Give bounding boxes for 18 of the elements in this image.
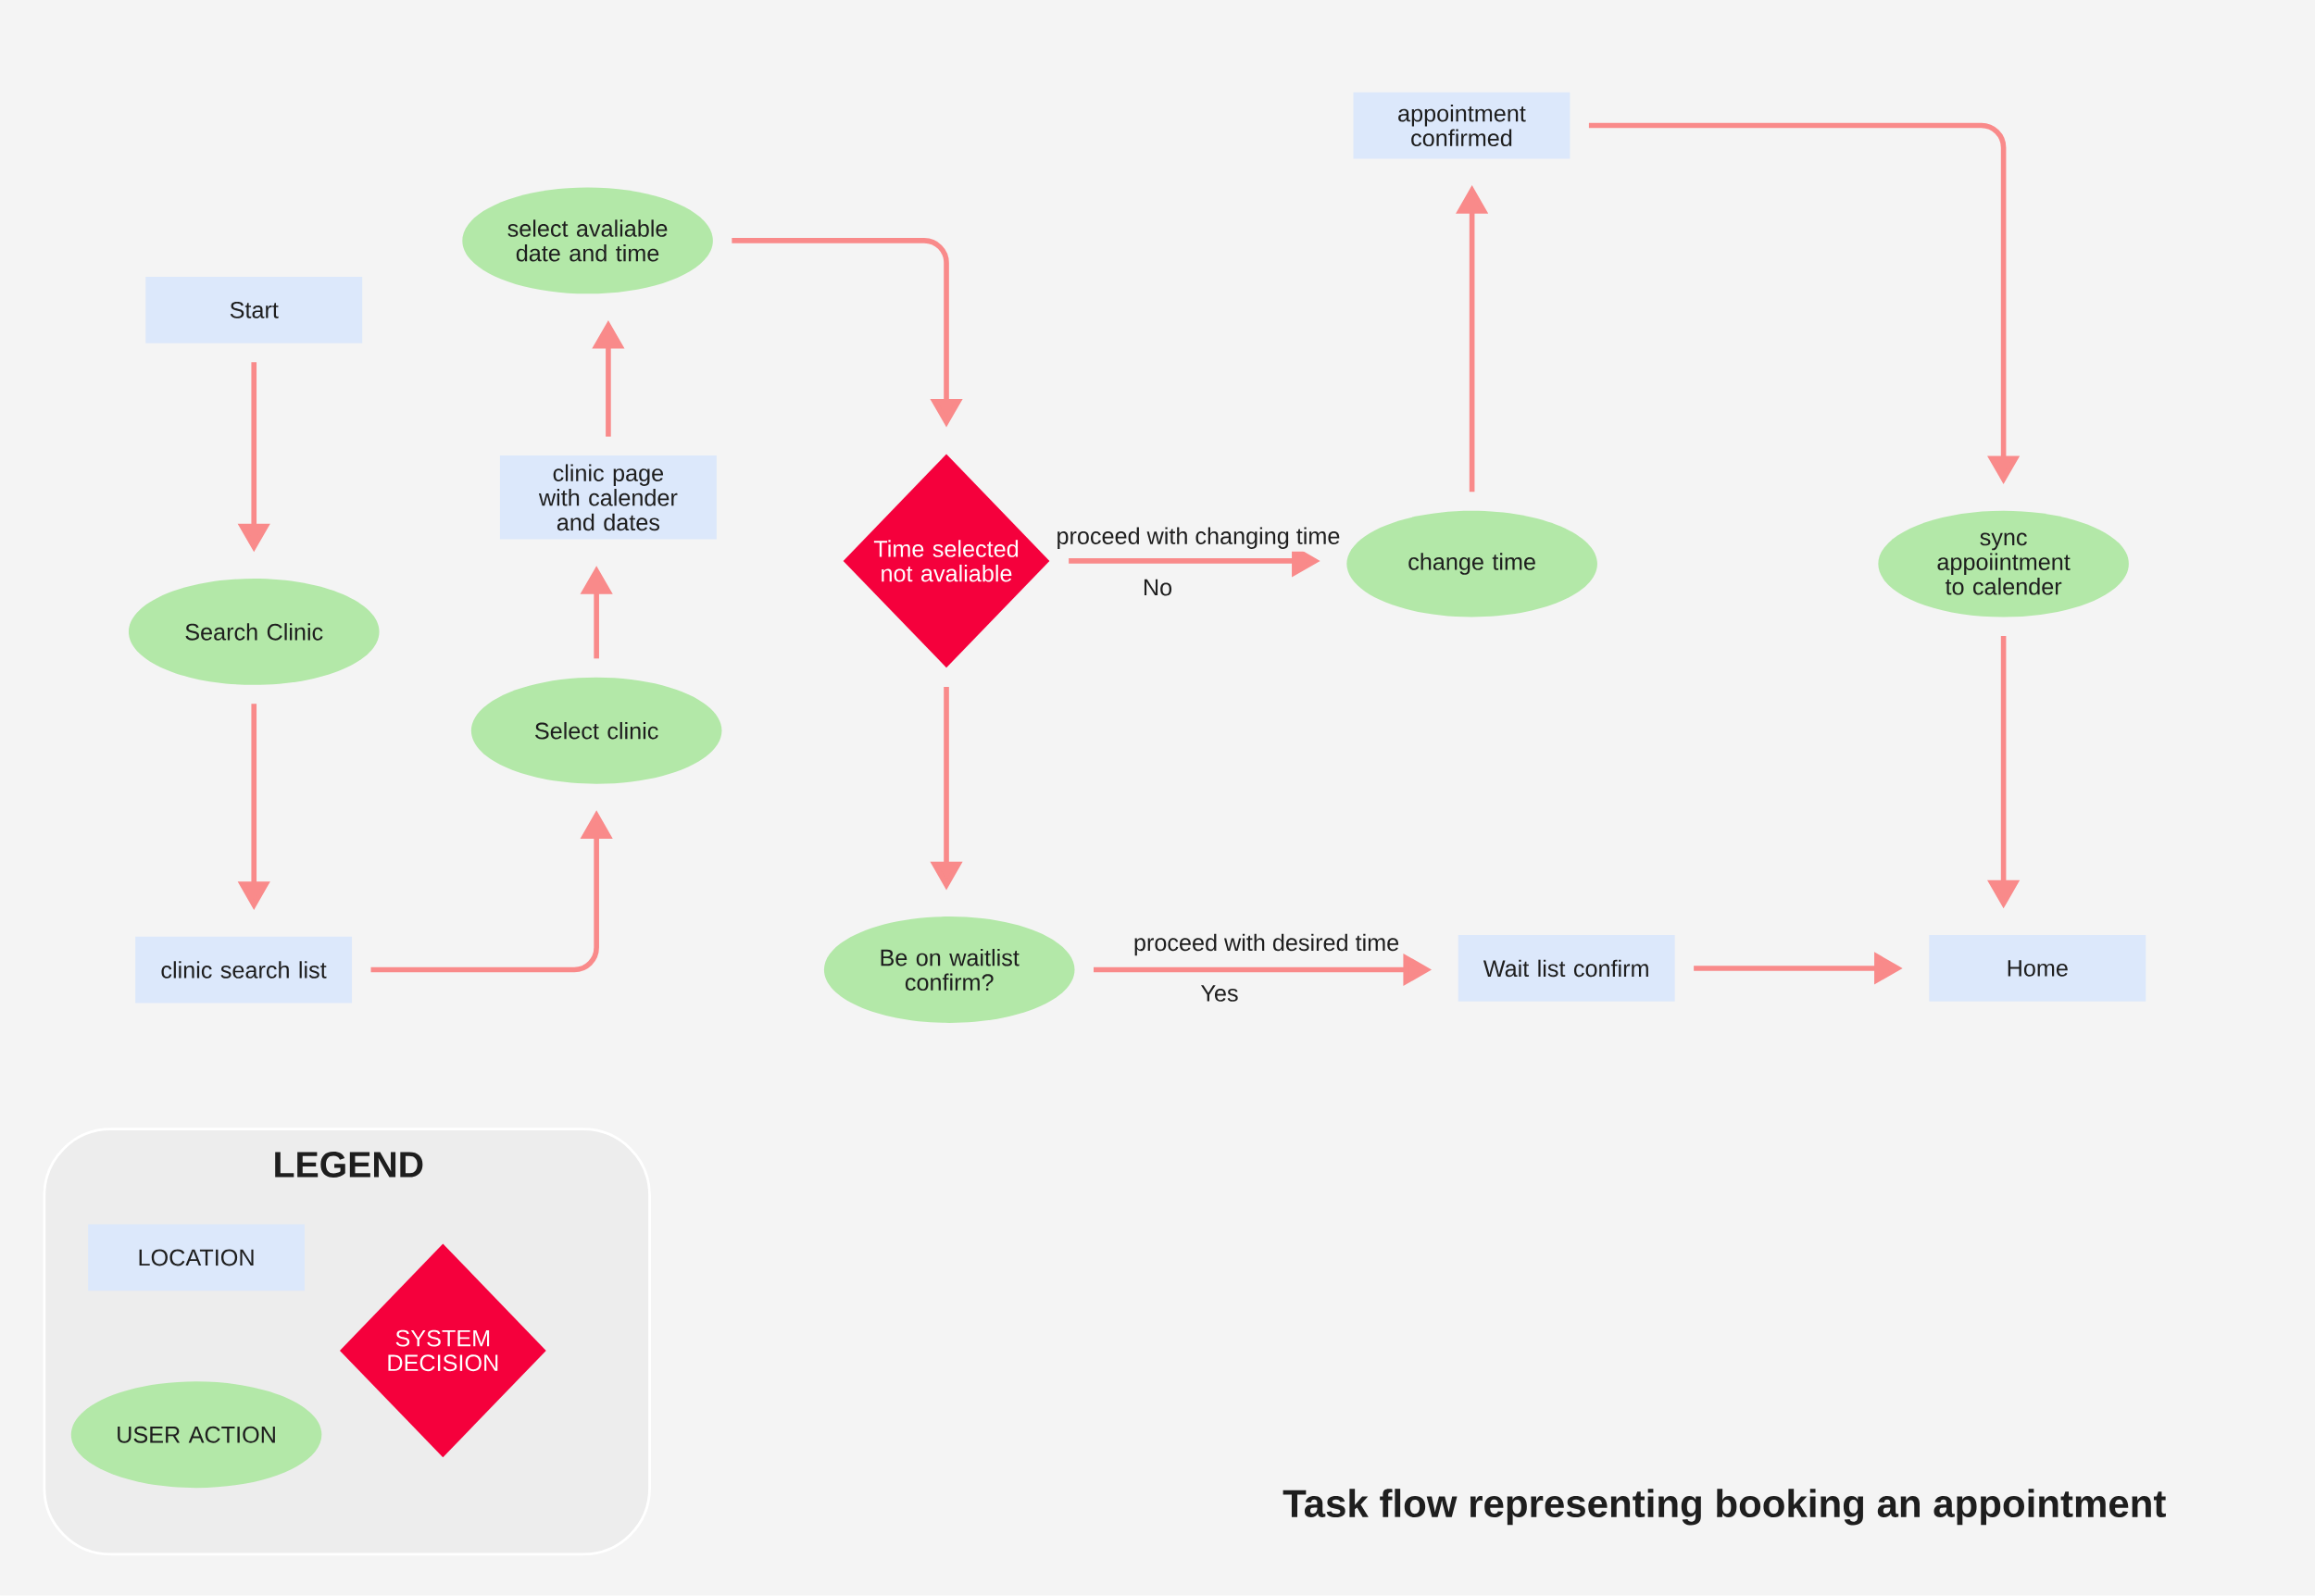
user-action-oval: sync appoiintment to calender: [1878, 510, 2129, 617]
edge-label: proceed with desired time: [1131, 931, 1403, 959]
location-box: clinic page with calender and dates: [499, 455, 717, 540]
branch-label: Yes: [1197, 982, 1242, 1004]
branch-label: No: [1140, 577, 1175, 599]
user-action-oval: change time: [1346, 510, 1597, 617]
location-box: Start: [145, 277, 363, 343]
location-box: Home: [1929, 935, 2146, 1003]
user-action-oval: Be on waitlist confirm?: [823, 916, 1075, 1024]
user-action-oval: Select clinic: [470, 678, 722, 784]
location-box: Wait list confirm: [1458, 935, 1675, 1003]
location-box: clinic search list: [135, 936, 353, 1004]
user-action-oval: Search Clinic: [128, 579, 380, 686]
legend-title: LEGEND: [275, 1152, 423, 1178]
title: Task flow representing booking an appointment: [1283, 1489, 2166, 1526]
user-action-oval: select avaliable date and time: [462, 187, 713, 294]
location-box: appointment confirmed: [1353, 92, 1570, 159]
edge-label: proceed with changing time: [1053, 524, 1344, 552]
